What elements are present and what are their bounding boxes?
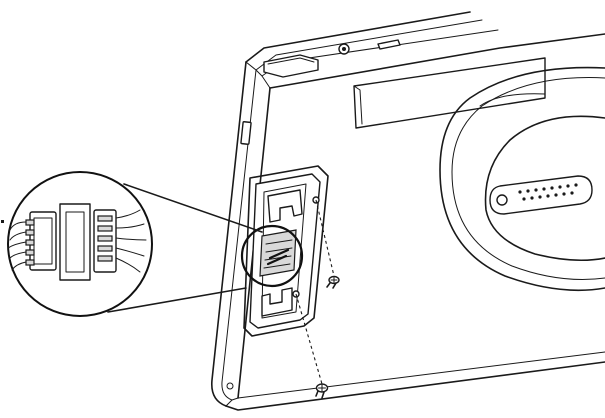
back-panel-features <box>353 57 605 292</box>
device-corner-bottom <box>225 397 239 407</box>
callout-lines <box>107 183 263 313</box>
upper-screw-guide-line <box>315 199 335 277</box>
stand-inner-shadow <box>479 93 546 107</box>
callout-line-top <box>123 183 263 233</box>
callout-line-bottom <box>107 287 247 313</box>
device-bottom-inner-edge <box>237 351 605 399</box>
stand-connector-pad <box>489 175 593 215</box>
label-recess-bevel <box>353 85 363 125</box>
cover-connector <box>259 229 297 277</box>
label-recess <box>353 57 546 129</box>
connector-focus-circle <box>240 224 304 288</box>
left-plug <box>7 211 57 271</box>
middle-housing <box>59 203 91 281</box>
stand-pin-socket-icon <box>496 194 508 206</box>
stand-outer-curve <box>439 66 605 292</box>
device-top-right-edge <box>269 33 605 89</box>
lower-screw <box>315 383 329 399</box>
corner-hole <box>226 382 234 390</box>
device-body <box>210 11 605 411</box>
device-left-inner-edge <box>221 69 257 401</box>
upper-screw <box>326 275 340 289</box>
device-top-inner-edge <box>255 19 483 71</box>
cover-lower-clip <box>261 287 293 317</box>
top-features <box>263 39 401 78</box>
device-corner-top <box>245 61 271 89</box>
marker-dot <box>1 220 4 223</box>
lower-screw-guide-line <box>295 293 323 385</box>
cover-recess-outline <box>243 165 329 337</box>
device-top-edge <box>245 11 471 63</box>
stand-pin-row <box>518 183 578 201</box>
side-button <box>240 121 252 145</box>
top-port-housing-inner <box>267 57 315 65</box>
stand-outer-curve-2 <box>451 77 605 280</box>
device-bottom-edge <box>225 361 605 411</box>
zoom-callout-connector <box>7 171 153 317</box>
right-plug <box>93 209 147 273</box>
top-port-housing <box>263 54 319 78</box>
left-plug-pins <box>25 219 35 266</box>
device-left-outer-edge <box>210 61 247 407</box>
cover-upper-clip <box>267 189 303 223</box>
audio-jack-hole <box>342 47 346 51</box>
usb-port-icon <box>377 39 401 50</box>
stand-inner-curve <box>484 115 605 262</box>
connector-cover-plate <box>240 165 329 337</box>
screw-guides <box>295 199 335 385</box>
right-plug-pins <box>97 215 113 262</box>
